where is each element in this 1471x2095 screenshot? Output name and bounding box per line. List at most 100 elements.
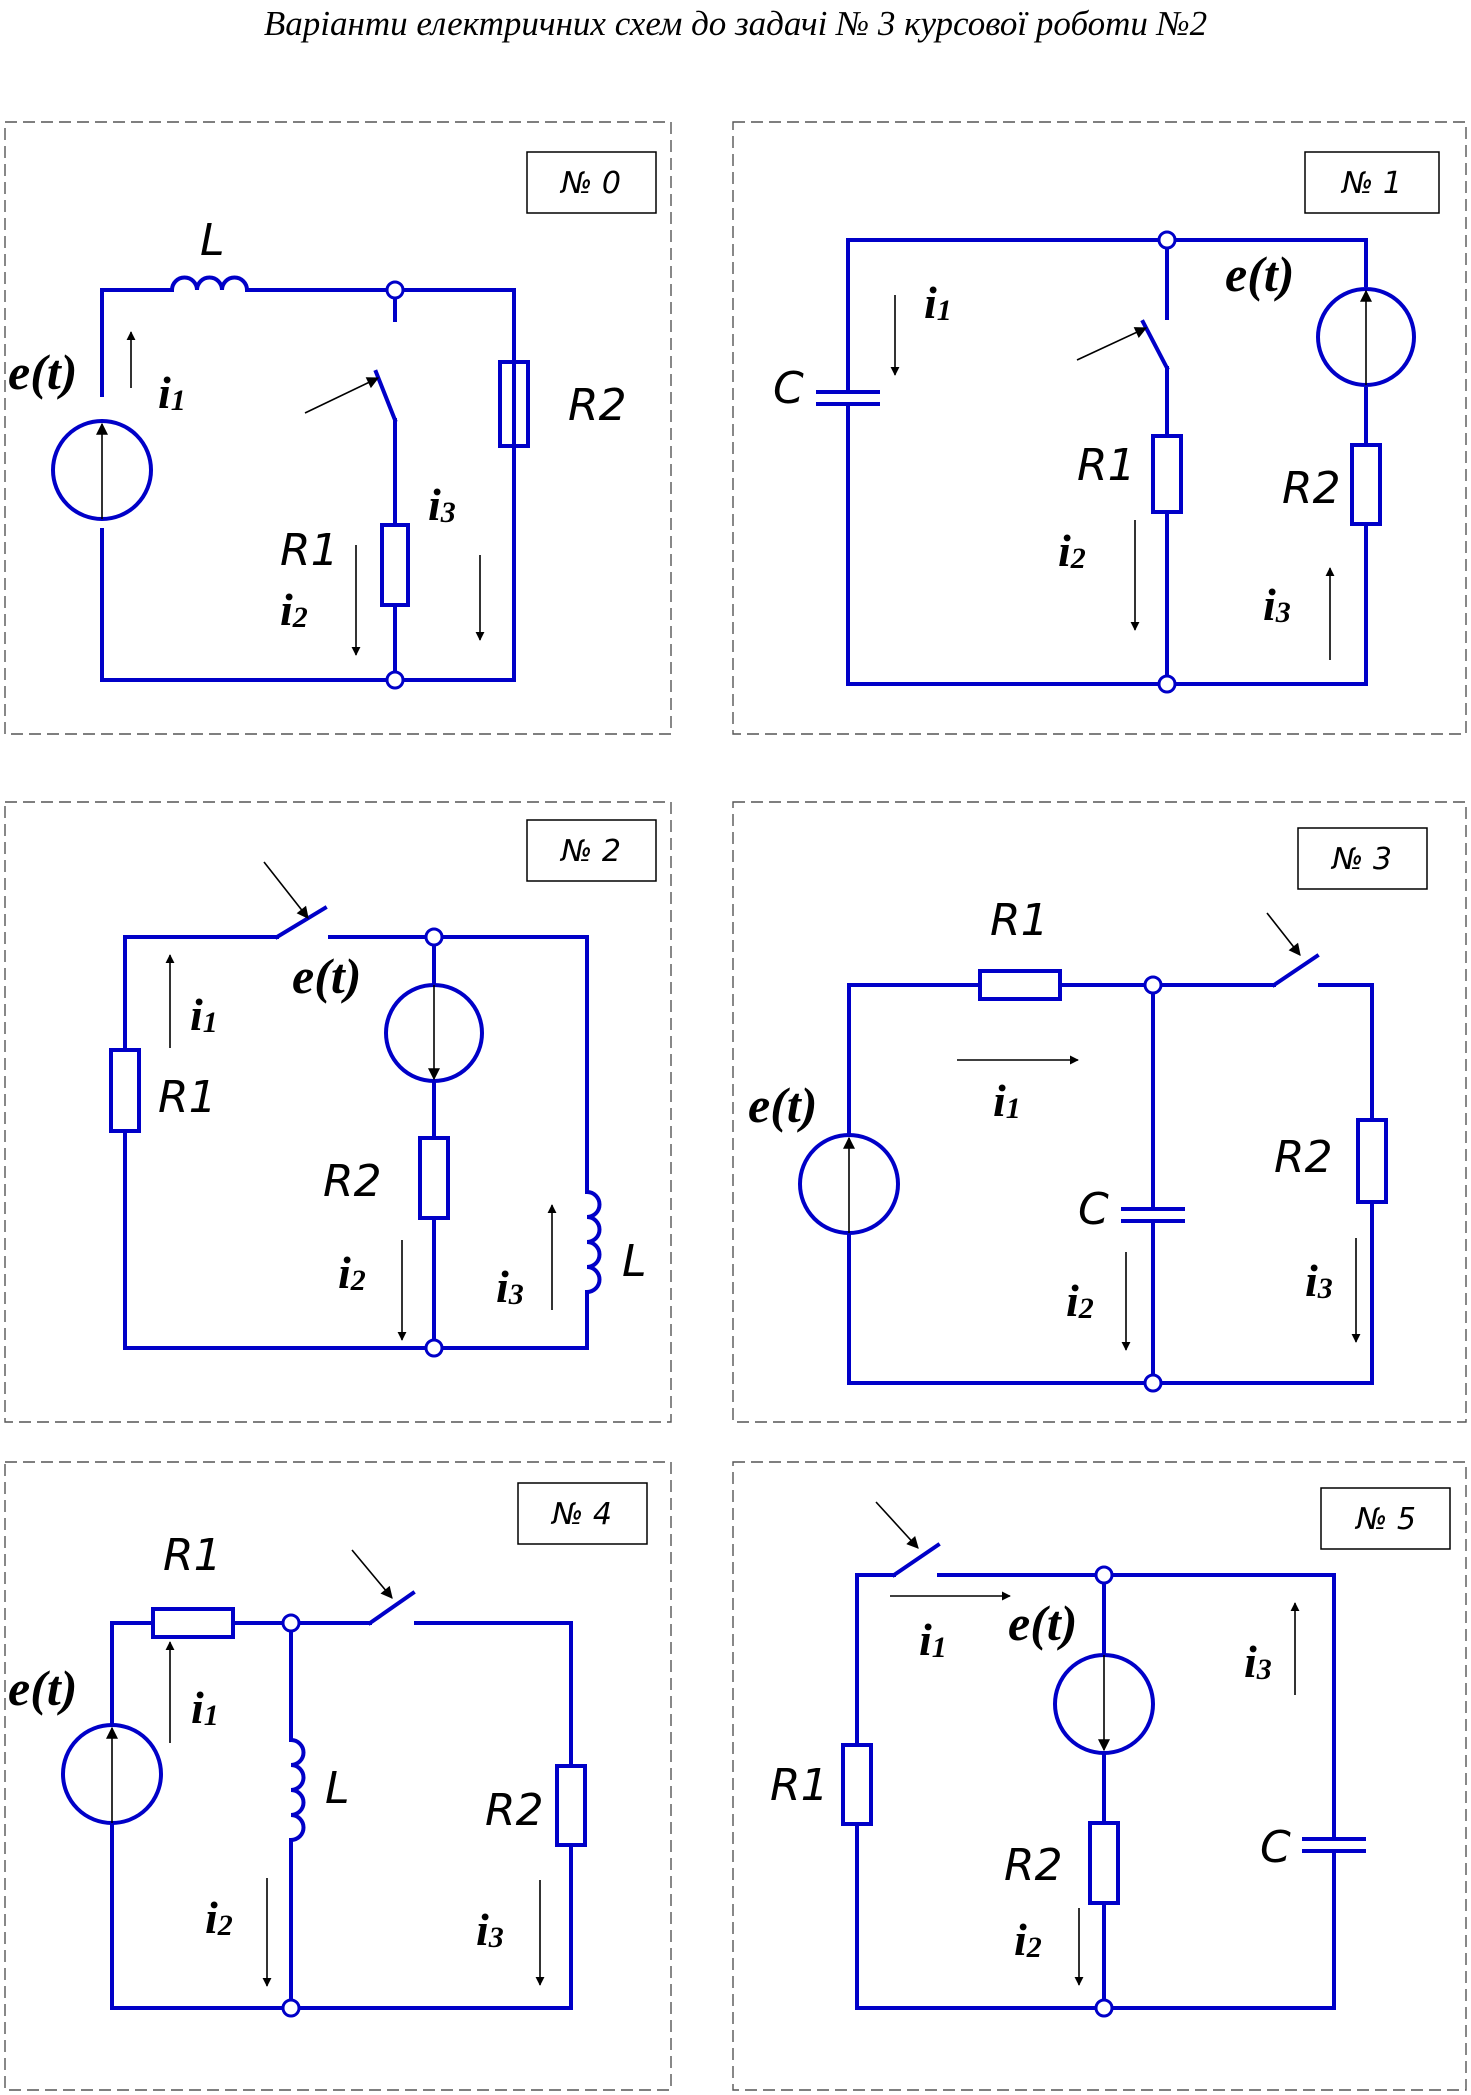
variant-5-node-top bbox=[1094, 1565, 1114, 1585]
variant-4-i2-label: i2 bbox=[205, 1892, 233, 1943]
variant-2-r2-label: R2 bbox=[323, 1156, 382, 1207]
variant-1-r1 bbox=[1151, 434, 1183, 514]
variant-4-switch-blade bbox=[367, 1590, 416, 1626]
variant-0-node-bottom bbox=[385, 670, 405, 690]
variant-4-r1-label: R1 bbox=[163, 1530, 222, 1581]
variant-3-frame bbox=[732, 801, 1467, 1423]
variant-4-tag-box bbox=[517, 1482, 648, 1545]
variant-5-emf-label: e(t) bbox=[1008, 1595, 1077, 1651]
variant-0-panel: № 0 e(t) L R2 R1 i1 i2 i3 bbox=[4, 121, 672, 735]
variant-2-switch-arrow bbox=[263, 861, 309, 919]
variant-2-l-label: L bbox=[622, 1236, 647, 1287]
variant-4-r1 bbox=[151, 1607, 235, 1639]
variant-3-r1 bbox=[978, 969, 1062, 1001]
variant-4-r2-label: R2 bbox=[485, 1785, 544, 1836]
variant-0-tag: № 0 bbox=[559, 166, 621, 201]
variant-1-panel: № 1 e(t) C R1 R2 i1 i2 i3 bbox=[732, 121, 1467, 735]
variant-3-r2-label: R2 bbox=[1274, 1132, 1333, 1183]
variant-3-c-label: C bbox=[1078, 1184, 1109, 1235]
variant-1-i3-label: i3 bbox=[1263, 579, 1291, 630]
variant-0-r1 bbox=[380, 523, 410, 607]
variant-0-switch-blade bbox=[373, 369, 398, 423]
variant-1-r2 bbox=[1350, 443, 1382, 526]
variant-3-i2-label: i2 bbox=[1066, 1275, 1094, 1326]
variant-5-r1-label: R1 bbox=[770, 1760, 829, 1811]
variant-5-r2 bbox=[1088, 1821, 1120, 1905]
variant-1-emf-label: e(t) bbox=[1225, 246, 1294, 302]
variant-1-i1-label: i1 bbox=[924, 277, 952, 328]
variant-5-i1-label: i1 bbox=[919, 1614, 947, 1665]
variant-5-frame bbox=[732, 1461, 1467, 2091]
variant-3-i1-label: i1 bbox=[993, 1075, 1021, 1126]
variant-5-tag: № 5 bbox=[1354, 1502, 1416, 1537]
variant-5-c-label: C bbox=[1260, 1822, 1291, 1873]
variant-0-r1-label: R1 bbox=[280, 525, 339, 576]
variant-5-switch-blade bbox=[891, 1542, 941, 1578]
variant-4-emf-label: e(t) bbox=[8, 1660, 77, 1716]
variant-4-l-label: L bbox=[325, 1763, 350, 1814]
variant-0-emf-label: e(t) bbox=[8, 344, 77, 400]
variant-4-inductor bbox=[288, 1737, 306, 1843]
variant-3-emf-label: e(t) bbox=[748, 1077, 817, 1133]
variant-2-inductor bbox=[584, 1189, 602, 1295]
variant-1-wires bbox=[846, 238, 1368, 686]
variant-3-tag: № 3 bbox=[1330, 842, 1392, 877]
variant-4-frame bbox=[4, 1461, 672, 2091]
variant-3-switch-blade bbox=[1271, 953, 1320, 988]
variant-2-r1-label: R1 bbox=[158, 1072, 217, 1123]
variant-1-r1-label: R1 bbox=[1077, 440, 1136, 491]
variant-3-r1-label: R1 bbox=[990, 895, 1049, 946]
variant-2-i1-label: i1 bbox=[190, 989, 218, 1040]
variant-2-panel: № 2 e(t) R1 R2 L i1 i2 i3 bbox=[4, 801, 672, 1423]
variant-2-switch-blade bbox=[274, 905, 328, 940]
variant-2-tag-box bbox=[526, 819, 657, 882]
variant-3-wires bbox=[847, 983, 1374, 1385]
variant-3-panel: № 3 e(t) R1 R2 C i1 i2 i3 bbox=[732, 801, 1467, 1423]
variant-0-l-label: L bbox=[200, 215, 225, 266]
variant-1-node-bottom bbox=[1157, 674, 1177, 694]
variant-2-i3-label: i3 bbox=[496, 1261, 524, 1312]
variant-4-panel: № 4 e(t) R1 L R2 i1 i2 i3 bbox=[4, 1461, 672, 2091]
variant-0-r2-label: R2 bbox=[568, 380, 627, 431]
variant-5-i2-label: i2 bbox=[1014, 1914, 1042, 1965]
variant-1-i2-label: i2 bbox=[1058, 525, 1086, 576]
variant-0-switch-arrow bbox=[304, 377, 380, 414]
variant-3-switch-arrow bbox=[1266, 912, 1301, 956]
variant-0-frame bbox=[4, 121, 672, 735]
variant-5-panel: № 5 e(t) R1 R2 C i1 i2 i3 bbox=[732, 1461, 1467, 2091]
variant-4-i1-label: i1 bbox=[191, 1682, 219, 1733]
variant-2-tag: № 2 bbox=[559, 834, 621, 869]
variant-1-node-top bbox=[1157, 230, 1177, 250]
variant-5-node-bottom bbox=[1094, 1998, 1114, 2018]
variant-5-r1 bbox=[841, 1743, 873, 1826]
variant-3-r2 bbox=[1356, 1118, 1388, 1204]
variant-2-r1 bbox=[109, 1048, 141, 1133]
variant-4-switch-arrow bbox=[351, 1549, 393, 1599]
variant-0-inductor bbox=[169, 275, 250, 293]
variant-0-i1-label: i1 bbox=[158, 367, 186, 418]
variant-2-node-bottom bbox=[424, 1338, 444, 1358]
variant-3-i3-label: i3 bbox=[1305, 1255, 1333, 1306]
variant-3-node-top bbox=[1143, 975, 1163, 995]
variant-0-i3-label: i3 bbox=[428, 479, 456, 530]
variant-3-node-bottom bbox=[1143, 1373, 1163, 1393]
variant-2-i2-label: i2 bbox=[338, 1247, 366, 1298]
variant-1-r2-label: R2 bbox=[1282, 463, 1341, 514]
page-title: Варіанти електричних схем до задачі № 3 … bbox=[263, 4, 1208, 43]
variant-2-frame bbox=[4, 801, 672, 1423]
variant-5-i3-label: i3 bbox=[1244, 1636, 1272, 1687]
variant-4-i3-label: i3 bbox=[476, 1904, 504, 1955]
variant-3-tag-box bbox=[1297, 827, 1428, 890]
variant-5-switch-arrow bbox=[875, 1501, 919, 1549]
variant-0-node-top bbox=[385, 280, 405, 300]
variant-0-r2 bbox=[498, 360, 530, 448]
variant-4-wires bbox=[110, 1621, 573, 2010]
variant-0-i2-label: i2 bbox=[280, 584, 308, 635]
variant-4-tag: № 4 bbox=[550, 1497, 612, 1532]
variant-0-wires bbox=[100, 288, 516, 682]
variant-1-tag-box bbox=[1304, 151, 1440, 214]
variant-2-emf-label: e(t) bbox=[292, 948, 361, 1004]
variant-2-wires bbox=[123, 935, 589, 1350]
variant-4-node-bottom bbox=[281, 1998, 301, 2018]
